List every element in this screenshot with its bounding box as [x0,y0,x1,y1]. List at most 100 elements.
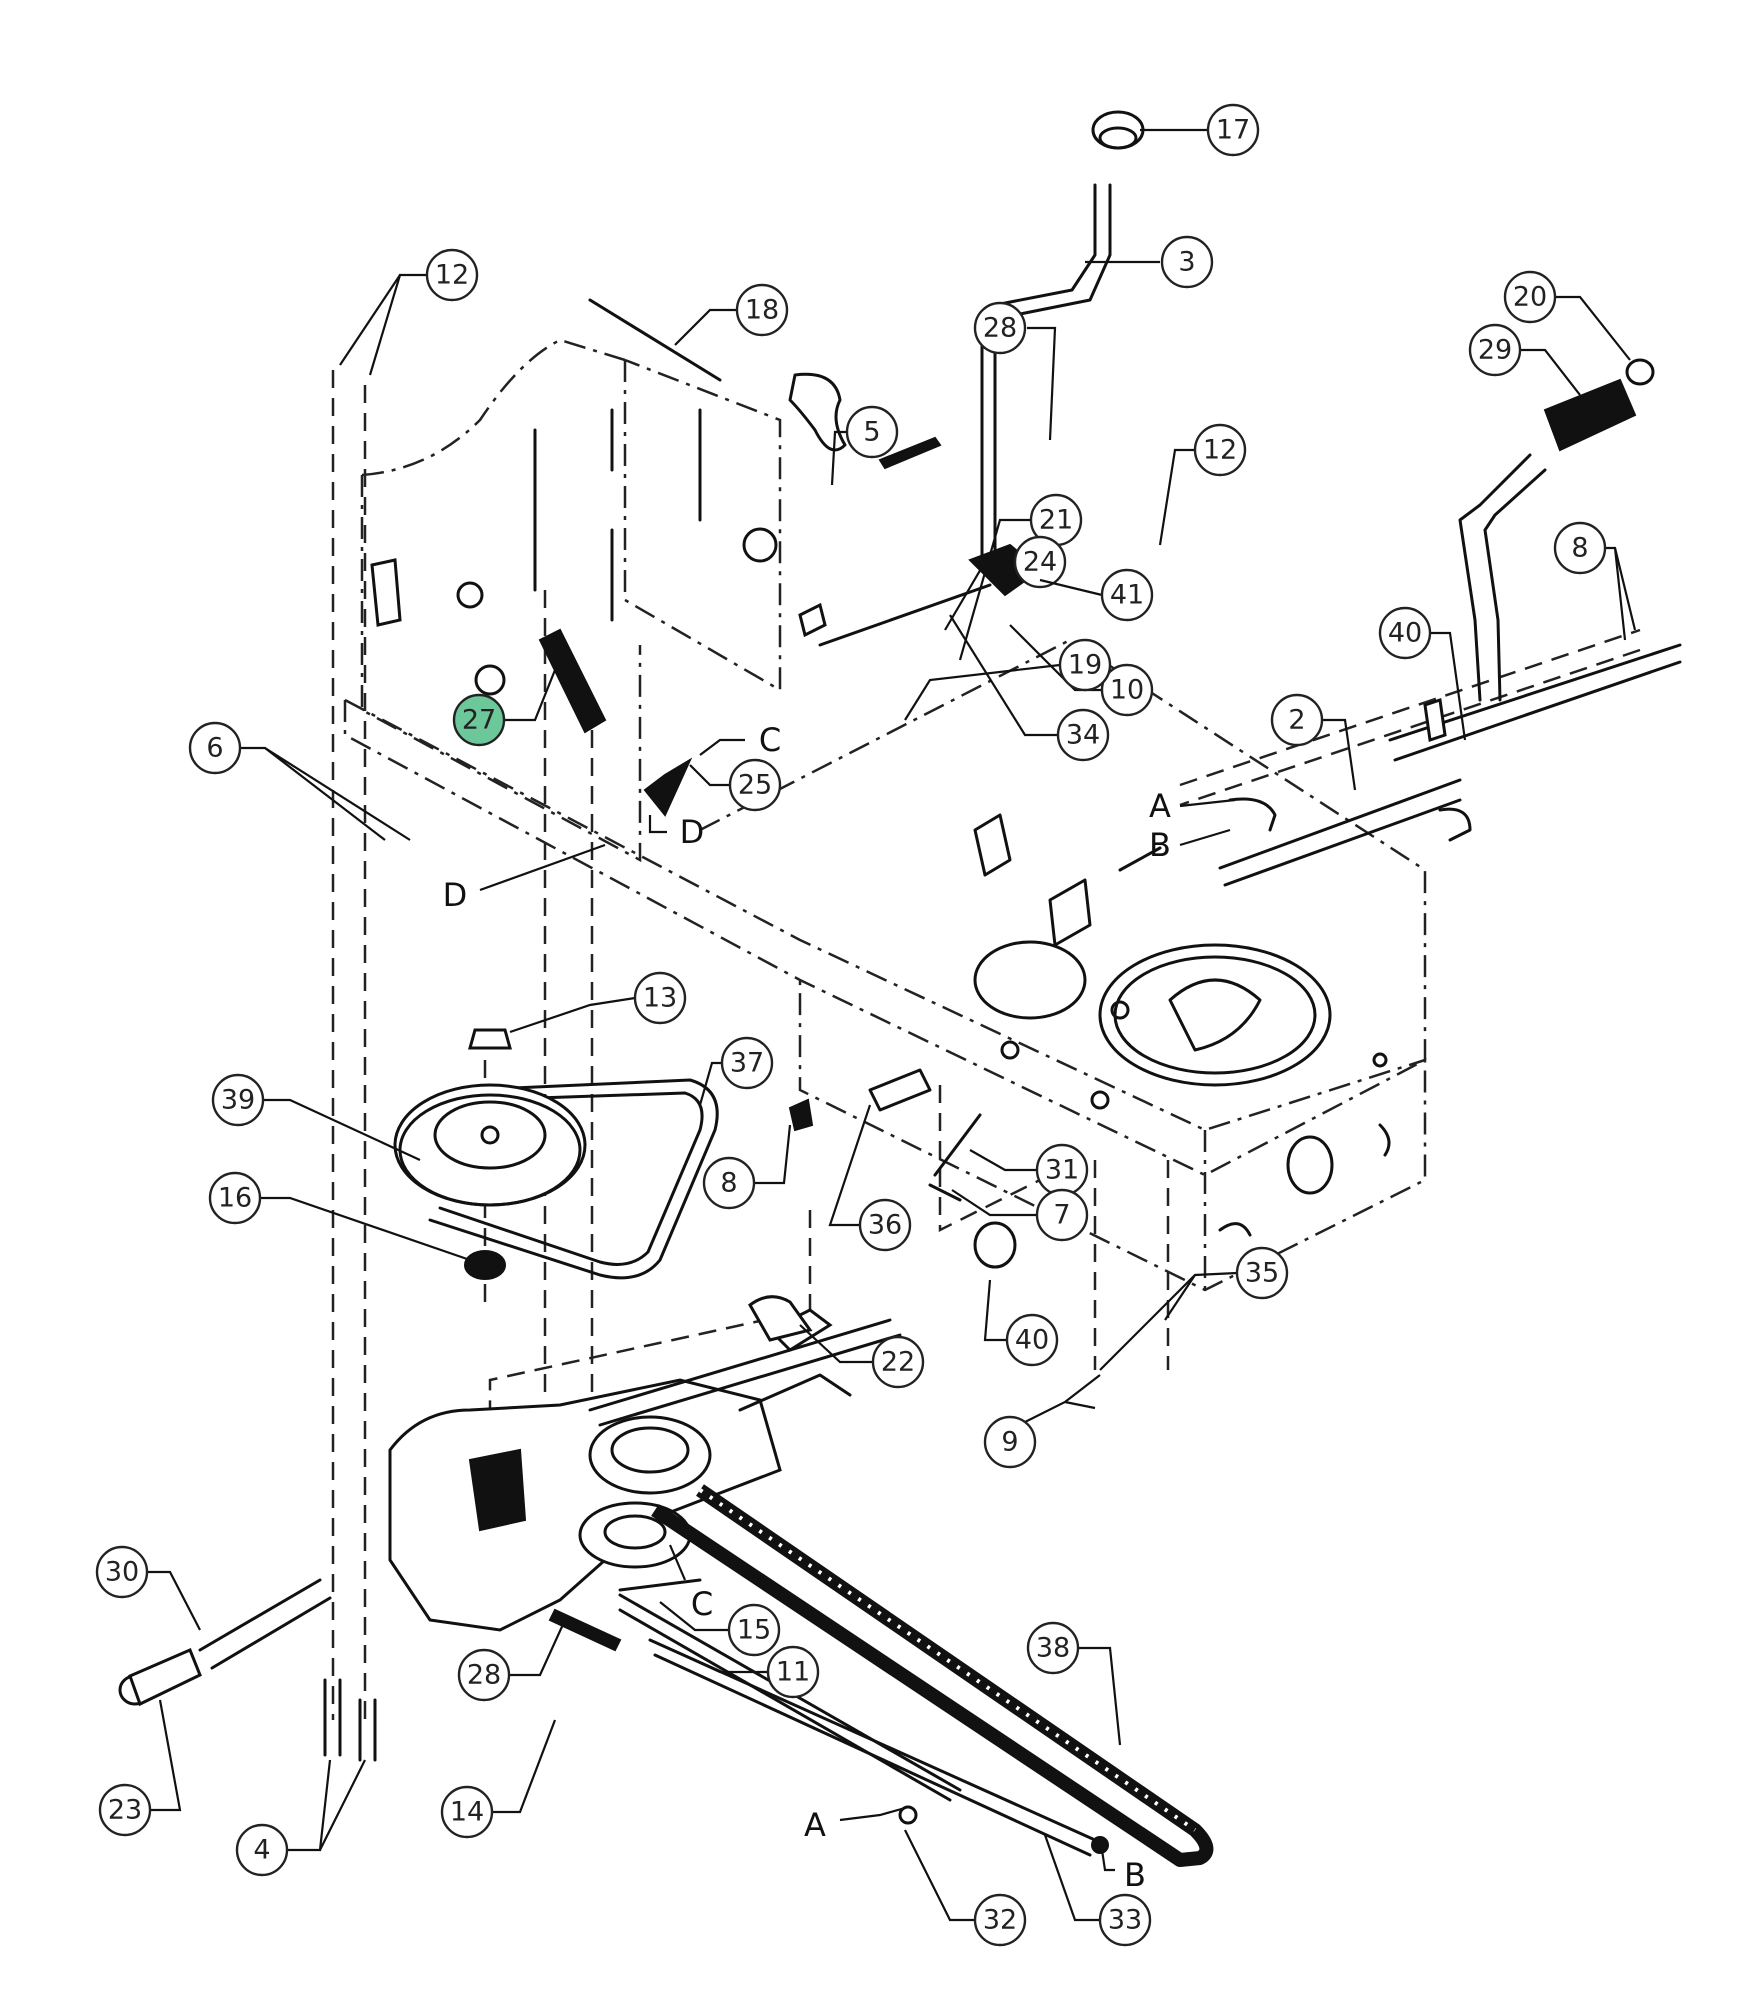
callout-3-shift-lever: 3 [1085,235,1214,289]
callout-4-bolts-transmission: 4 [235,1759,366,1877]
callout-number: 16 [218,1183,252,1214]
leader-line [754,1124,792,1185]
brake-lever-assembly [1218,358,1682,887]
callout-number: 8 [1571,533,1588,564]
reference-letter: C [691,1585,713,1623]
callout-number: 21 [1039,505,1073,536]
leader-line [339,274,401,366]
leader-line [504,669,557,722]
callout-number: 41 [1110,580,1144,611]
shift-rod-34-shape [818,583,992,647]
callout-number: 36 [868,1210,902,1241]
callout-6-bolts-left: 6 [188,721,411,841]
callout-number: 34 [1066,720,1100,751]
leader-line [839,1806,906,1822]
callout-bubble [845,405,899,459]
callout-8-fastener-center: 8 [702,1124,792,1210]
callout-bubble [702,1156,756,1210]
callout-number: 10 [1110,675,1144,706]
callout-19-link: 19 [904,638,1112,721]
callout-number: 19 [1068,650,1102,681]
callout-bubble [1013,535,1067,589]
callout-bubble [973,301,1027,355]
leader-line [1078,1646,1122,1746]
leader-line [240,746,386,841]
callout-12-bolt-shift-bracket: 12 [1158,423,1247,546]
callout-bubble [235,1823,289,1877]
callout-40-idler-bracket: 40 [983,1279,1059,1367]
callout-number: 22 [881,1347,915,1378]
callout-bubble [1503,270,1557,324]
callout-bubble [766,1645,820,1699]
callout-35-spacers: 35 [1099,1246,1289,1371]
callout-28-spring-top: 28 [973,301,1057,441]
leader-line [1027,326,1057,441]
callout-2-brake-shaft: 2 [1270,693,1357,791]
leader-line [1009,624,1102,692]
callout-bubble [1270,693,1324,747]
leader-line [509,996,636,1034]
callout-40-pivot-bracket-right: 40 [1378,606,1467,741]
leader-line [951,1189,1037,1217]
reference-letter-D: D [648,813,704,851]
leader-line [983,1279,1007,1342]
callout-7-washer: 7 [951,1188,1089,1242]
leader-line [260,1196,471,1262]
leader-line [699,738,745,756]
reference-letter: A [1149,787,1171,825]
callout-number: 30 [105,1557,139,1588]
callout-14-hairpin: 14 [440,1719,557,1839]
callout-15-clip-small: 15 [659,1601,781,1657]
callout-9-bolts-bottom: 9 [983,1374,1101,1469]
callout-bubble [1206,103,1260,157]
spring-27-shape [538,628,607,734]
callout-bubble [858,1198,912,1252]
clip-shape [788,372,847,452]
callout-bubble [633,971,687,1025]
leader-line [659,1601,729,1632]
callout-27-extension-spring: 27 [452,669,557,747]
leader-line [830,430,847,486]
callout-bubble [973,1893,1027,1947]
leader-line [1064,1400,1096,1410]
callout-24-clip: 24 [944,535,1067,631]
clip-24-shape [798,602,827,638]
leader-line [368,273,427,376]
callout-bubble [1100,568,1154,622]
leader-line [668,1544,687,1581]
callout-bubble [727,1603,781,1657]
leader-line [492,1719,557,1814]
callout-bubble [440,1785,494,1839]
frame-assembly [343,338,1427,1292]
callout-number: 8 [720,1168,737,1199]
callout-bubble [1193,423,1247,477]
callout-bubble [1378,606,1432,660]
callout-5-screws: 5 [830,405,899,486]
callout-number: 18 [745,295,779,326]
leader-line [1613,547,1627,641]
callout-number: 33 [1108,1905,1142,1936]
callout-bubble [1056,708,1110,762]
leader-line [1520,348,1581,396]
reference-letter: A [804,1806,826,1844]
leader-line [1158,448,1195,546]
callout-number: 12 [1203,435,1237,466]
leader-line [904,663,1061,721]
callout-number: 40 [1015,1325,1049,1356]
leader-line [150,1699,182,1812]
leader-line [147,1570,201,1631]
callout-number: 7 [1053,1200,1070,1231]
leader-line [1039,578,1103,597]
callout-number: 6 [206,733,223,764]
callout-number: 15 [737,1615,771,1646]
reference-letter-B: B [1149,826,1231,864]
reference-letter-C: C [699,721,781,759]
callout-41-shift-bracket: 41 [1039,568,1154,622]
callout-number: 5 [863,417,880,448]
leader-line [674,308,737,346]
leader-line [319,1759,366,1851]
callout-number: 38 [1036,1633,1070,1664]
leader-line [828,1104,872,1227]
